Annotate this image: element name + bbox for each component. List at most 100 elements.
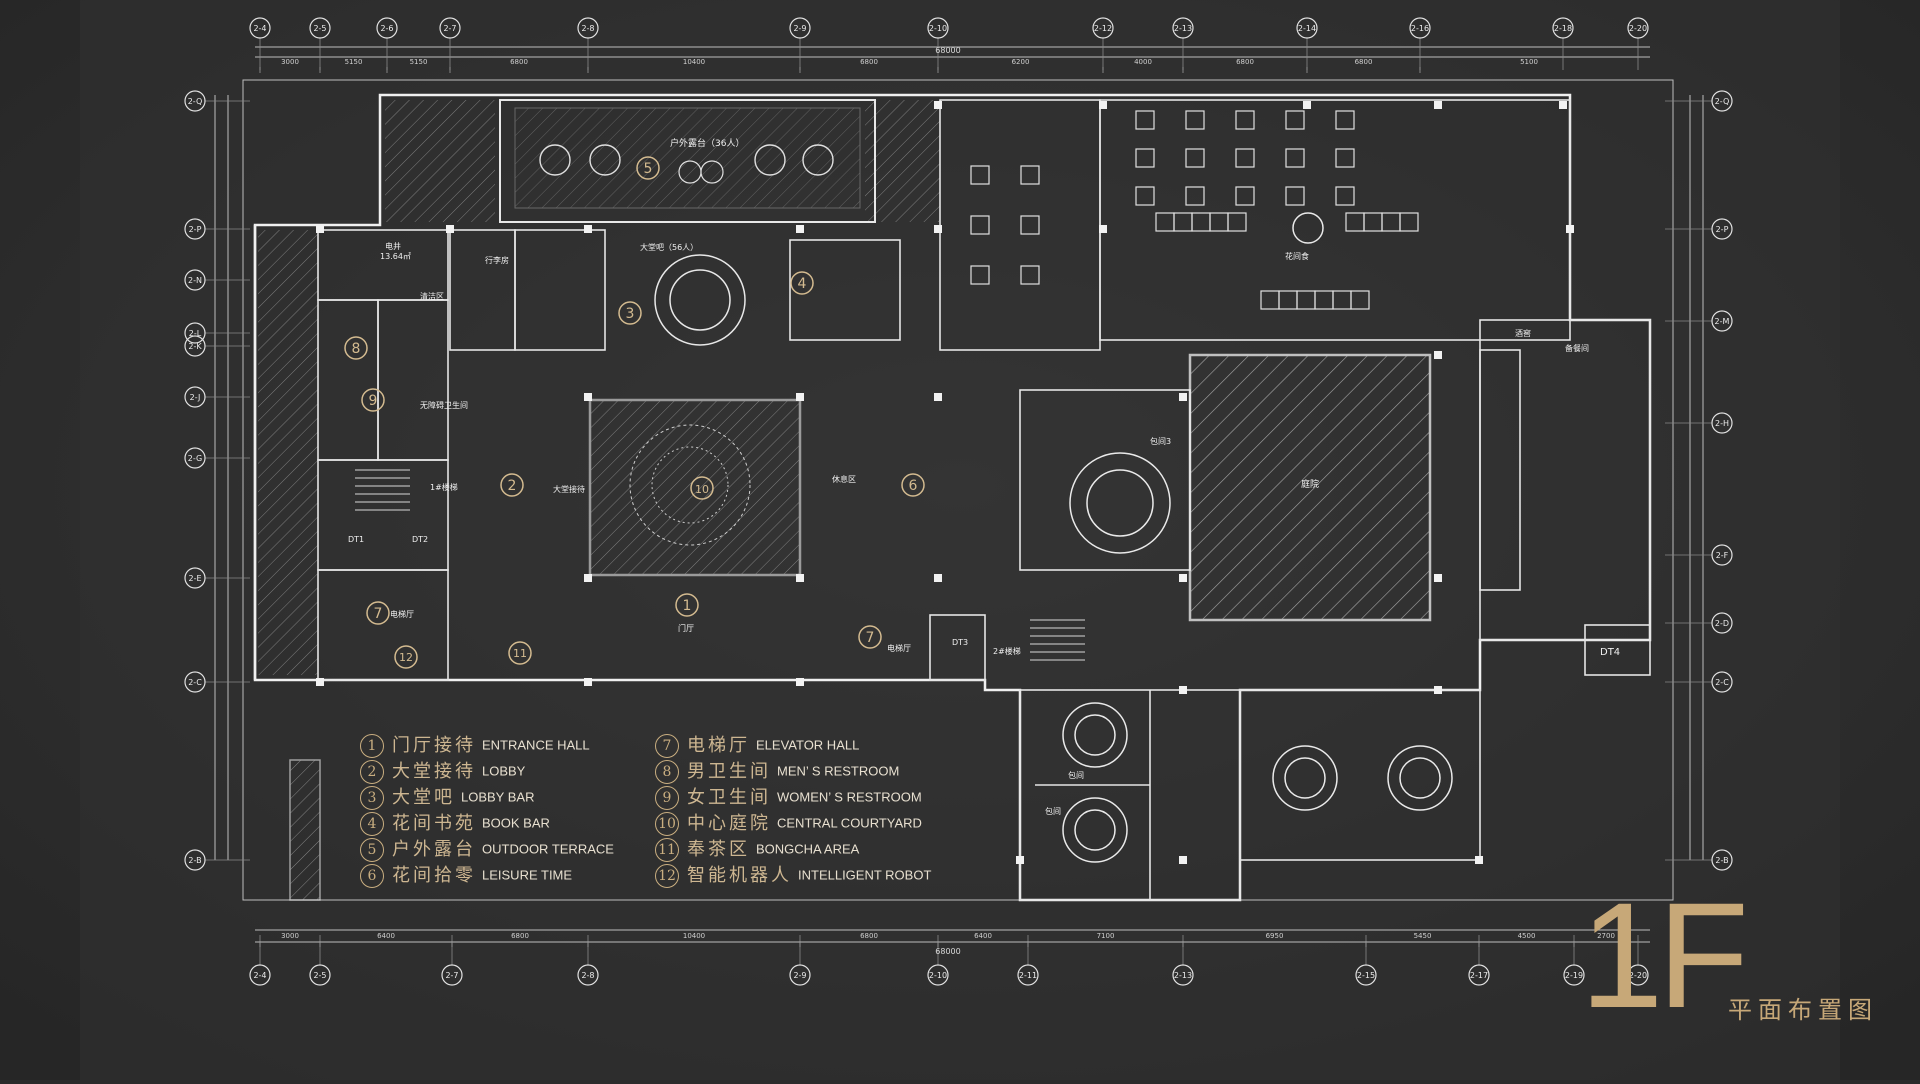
column [796, 574, 804, 582]
grid-bubble-left: 2-J [184, 386, 206, 408]
column [1434, 574, 1442, 582]
grid-bubble-top: 2-8 [577, 17, 599, 39]
overall-dimension-bottom: 68000 [935, 947, 960, 956]
dining-table [1335, 148, 1355, 168]
room-labels: 大堂吧（56人） 大堂接待 休息区 门厅 电梯厅 电梯厅 花间食 包间3 包间 … [348, 241, 1620, 816]
room-elevator-hall-left: 电梯厅 [390, 609, 414, 619]
legend-number: 11 [655, 837, 679, 862]
legend-item: 1 门厅接待 ENTRANCE HALL [360, 732, 614, 758]
hatched-left-strip [258, 230, 318, 675]
lobby-bar-counter [654, 254, 746, 346]
svg-text:2-4: 2-4 [253, 24, 266, 33]
legend-number: 6 [360, 863, 384, 888]
dining-table [1235, 148, 1255, 168]
dimension-label: 3000 [281, 58, 299, 66]
svg-text:3: 3 [626, 306, 635, 322]
courtyard-tree-inner [651, 446, 729, 524]
dining-table [1020, 265, 1040, 285]
column [1434, 101, 1442, 109]
column [796, 393, 804, 401]
dimension-frames [214, 46, 1704, 943]
legend-en: MEN’ S RESTROOM [777, 763, 900, 779]
grid-bubble-bottom: 2-11 [1017, 964, 1039, 986]
room-elevator-hall-right: 电梯厅 [887, 643, 911, 653]
courtyard-tree [629, 424, 751, 546]
legend-cn: 电梯厅 [687, 734, 750, 756]
dimension-label: 2700 [1597, 932, 1615, 940]
dining-table [970, 165, 990, 185]
svg-text:6: 6 [909, 478, 918, 494]
legend-number: 1 [360, 733, 384, 758]
overall-dimension-top: 68000 [935, 46, 960, 55]
dimension-label: 5450 [1414, 932, 1432, 940]
legend-cn: 花间拾零 [392, 864, 476, 886]
room-accessible: 无障碍卫生间 [420, 400, 468, 410]
room-kitchen: 备餐间 [1565, 343, 1589, 353]
svg-text:4: 4 [798, 276, 807, 292]
grid-bubble-right: 2-D [1711, 612, 1733, 634]
board [80, 0, 1840, 1080]
column [1099, 101, 1107, 109]
grid-bubble-top: 2-6 [376, 17, 398, 39]
dimension-label: 6800 [860, 932, 878, 940]
legend-cn: 中心庭院 [687, 812, 771, 834]
grid-bubble-left: 2-G [184, 447, 206, 469]
svg-text:11: 11 [513, 647, 527, 660]
dining-tables [970, 110, 1419, 310]
svg-text:2-8: 2-8 [581, 971, 594, 980]
column [1475, 856, 1483, 864]
room-electric-area: 13.64㎡ [380, 252, 411, 261]
svg-text:7: 7 [374, 606, 383, 622]
grid-bubble-top: 2-16 [1409, 17, 1431, 39]
svg-text:2-20: 2-20 [1629, 971, 1647, 980]
dining-table [1135, 148, 1155, 168]
legend-number: 5 [360, 837, 384, 862]
grid-bubble-top: 2-9 [789, 17, 811, 39]
dimension-label: 6800 [510, 58, 528, 66]
dimension-label: 6400 [377, 932, 395, 940]
grid-bubble-top: 2-5 [309, 17, 331, 39]
grid-bubble-right: 2-M [1711, 310, 1733, 332]
svg-text:2-10: 2-10 [929, 24, 947, 33]
structural-columns [316, 101, 1574, 864]
svg-text:2-9: 2-9 [793, 971, 806, 980]
legend-cn: 门厅接待 [392, 734, 476, 756]
terrace-label: 户外露台（36人） [670, 137, 744, 149]
dining-table [970, 215, 990, 235]
dining-table [1235, 186, 1255, 206]
svg-text:2-20: 2-20 [1629, 24, 1647, 33]
svg-text:2-K: 2-K [188, 342, 202, 351]
dining-table [1135, 186, 1155, 206]
legend-cn: 户外露台 [392, 838, 476, 860]
grid-bubble-right: 2-F [1711, 544, 1733, 566]
column [1566, 225, 1574, 233]
marker-3: 3 [618, 301, 642, 325]
dimension-label: 6800 [511, 932, 529, 940]
legend-en: LOBBY BAR [461, 789, 535, 805]
dimension-label: 4500 [1518, 932, 1536, 940]
legend-en: ENTRANCE HALL [482, 737, 590, 753]
central-courtyard [588, 398, 802, 577]
hatched-top-left [385, 100, 495, 222]
marker-10: 10 [690, 476, 714, 500]
grid-bubble-left: 2-P [184, 218, 206, 240]
svg-text:2-11: 2-11 [1019, 971, 1037, 980]
svg-text:8: 8 [352, 341, 361, 357]
dimension-label: 6800 [1355, 58, 1373, 66]
grid-bubble-bottom: 2-4 [249, 964, 271, 986]
dimension-label: 6200 [1012, 58, 1030, 66]
room-electric-well: 电井 [385, 241, 401, 251]
grid-bubble-left: 2-N [184, 269, 206, 291]
grid-bubble-top: 2-18 [1552, 17, 1574, 39]
column [316, 678, 324, 686]
floor-title: 1F [1580, 871, 1749, 1039]
svg-text:2-G: 2-G [188, 454, 202, 463]
